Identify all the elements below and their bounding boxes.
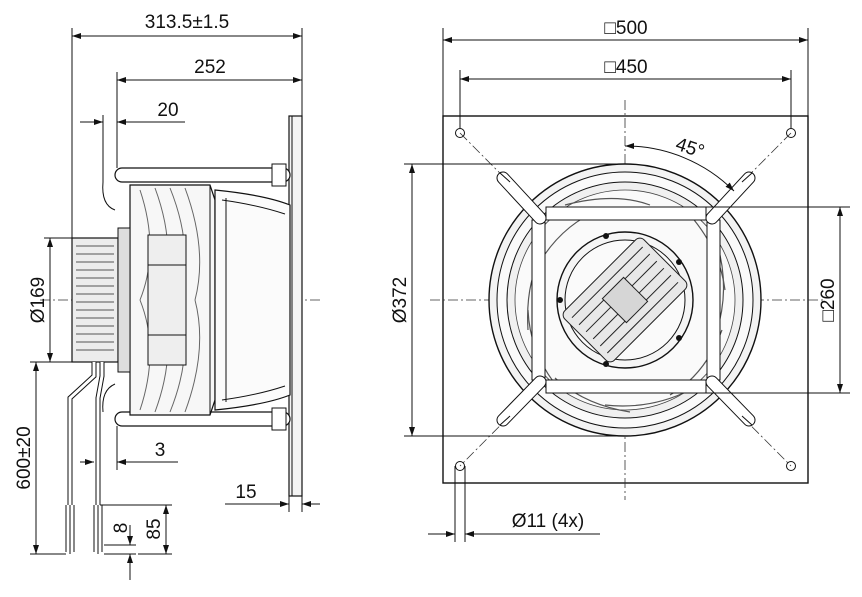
- dim-nozzle-diameter: Ø372: [390, 277, 411, 323]
- dim-angle-arc: [624, 142, 735, 192]
- dim-plate-size: □500: [604, 18, 647, 39]
- impeller-side: [129, 184, 291, 416]
- motor-side: [71, 227, 131, 373]
- dim-hole-diameter: Ø11 (4x): [512, 511, 585, 532]
- dim-motor-diameter: Ø169: [28, 277, 49, 323]
- dim-strut-square: □260: [818, 278, 839, 321]
- motor-front: [556, 231, 694, 369]
- side-view: 313.5±1.5 252 20 Ø169 600±20 3 15: [14, 12, 322, 580]
- dim-plate-thickness: 15: [235, 482, 256, 503]
- dim-cable-length: 600±20: [14, 426, 35, 489]
- dim-plate-gap: 3: [155, 440, 166, 461]
- dim-depth: 252: [194, 57, 226, 78]
- dim-cable-strip: 8: [111, 523, 132, 534]
- dim-overall-length: 313.5±1.5: [145, 12, 229, 33]
- front-struts: [496, 171, 756, 427]
- mounting-plate: [288, 115, 303, 497]
- cables: [65, 362, 105, 554]
- dim-cable-end: 85: [144, 518, 165, 539]
- dim-hole-spacing: □450: [604, 57, 647, 78]
- front-view: □500 □450 Ø372 □260 45° Ø11 (4x): [390, 18, 850, 542]
- dim-offset: 20: [157, 100, 178, 121]
- support-struts: [102, 163, 291, 431]
